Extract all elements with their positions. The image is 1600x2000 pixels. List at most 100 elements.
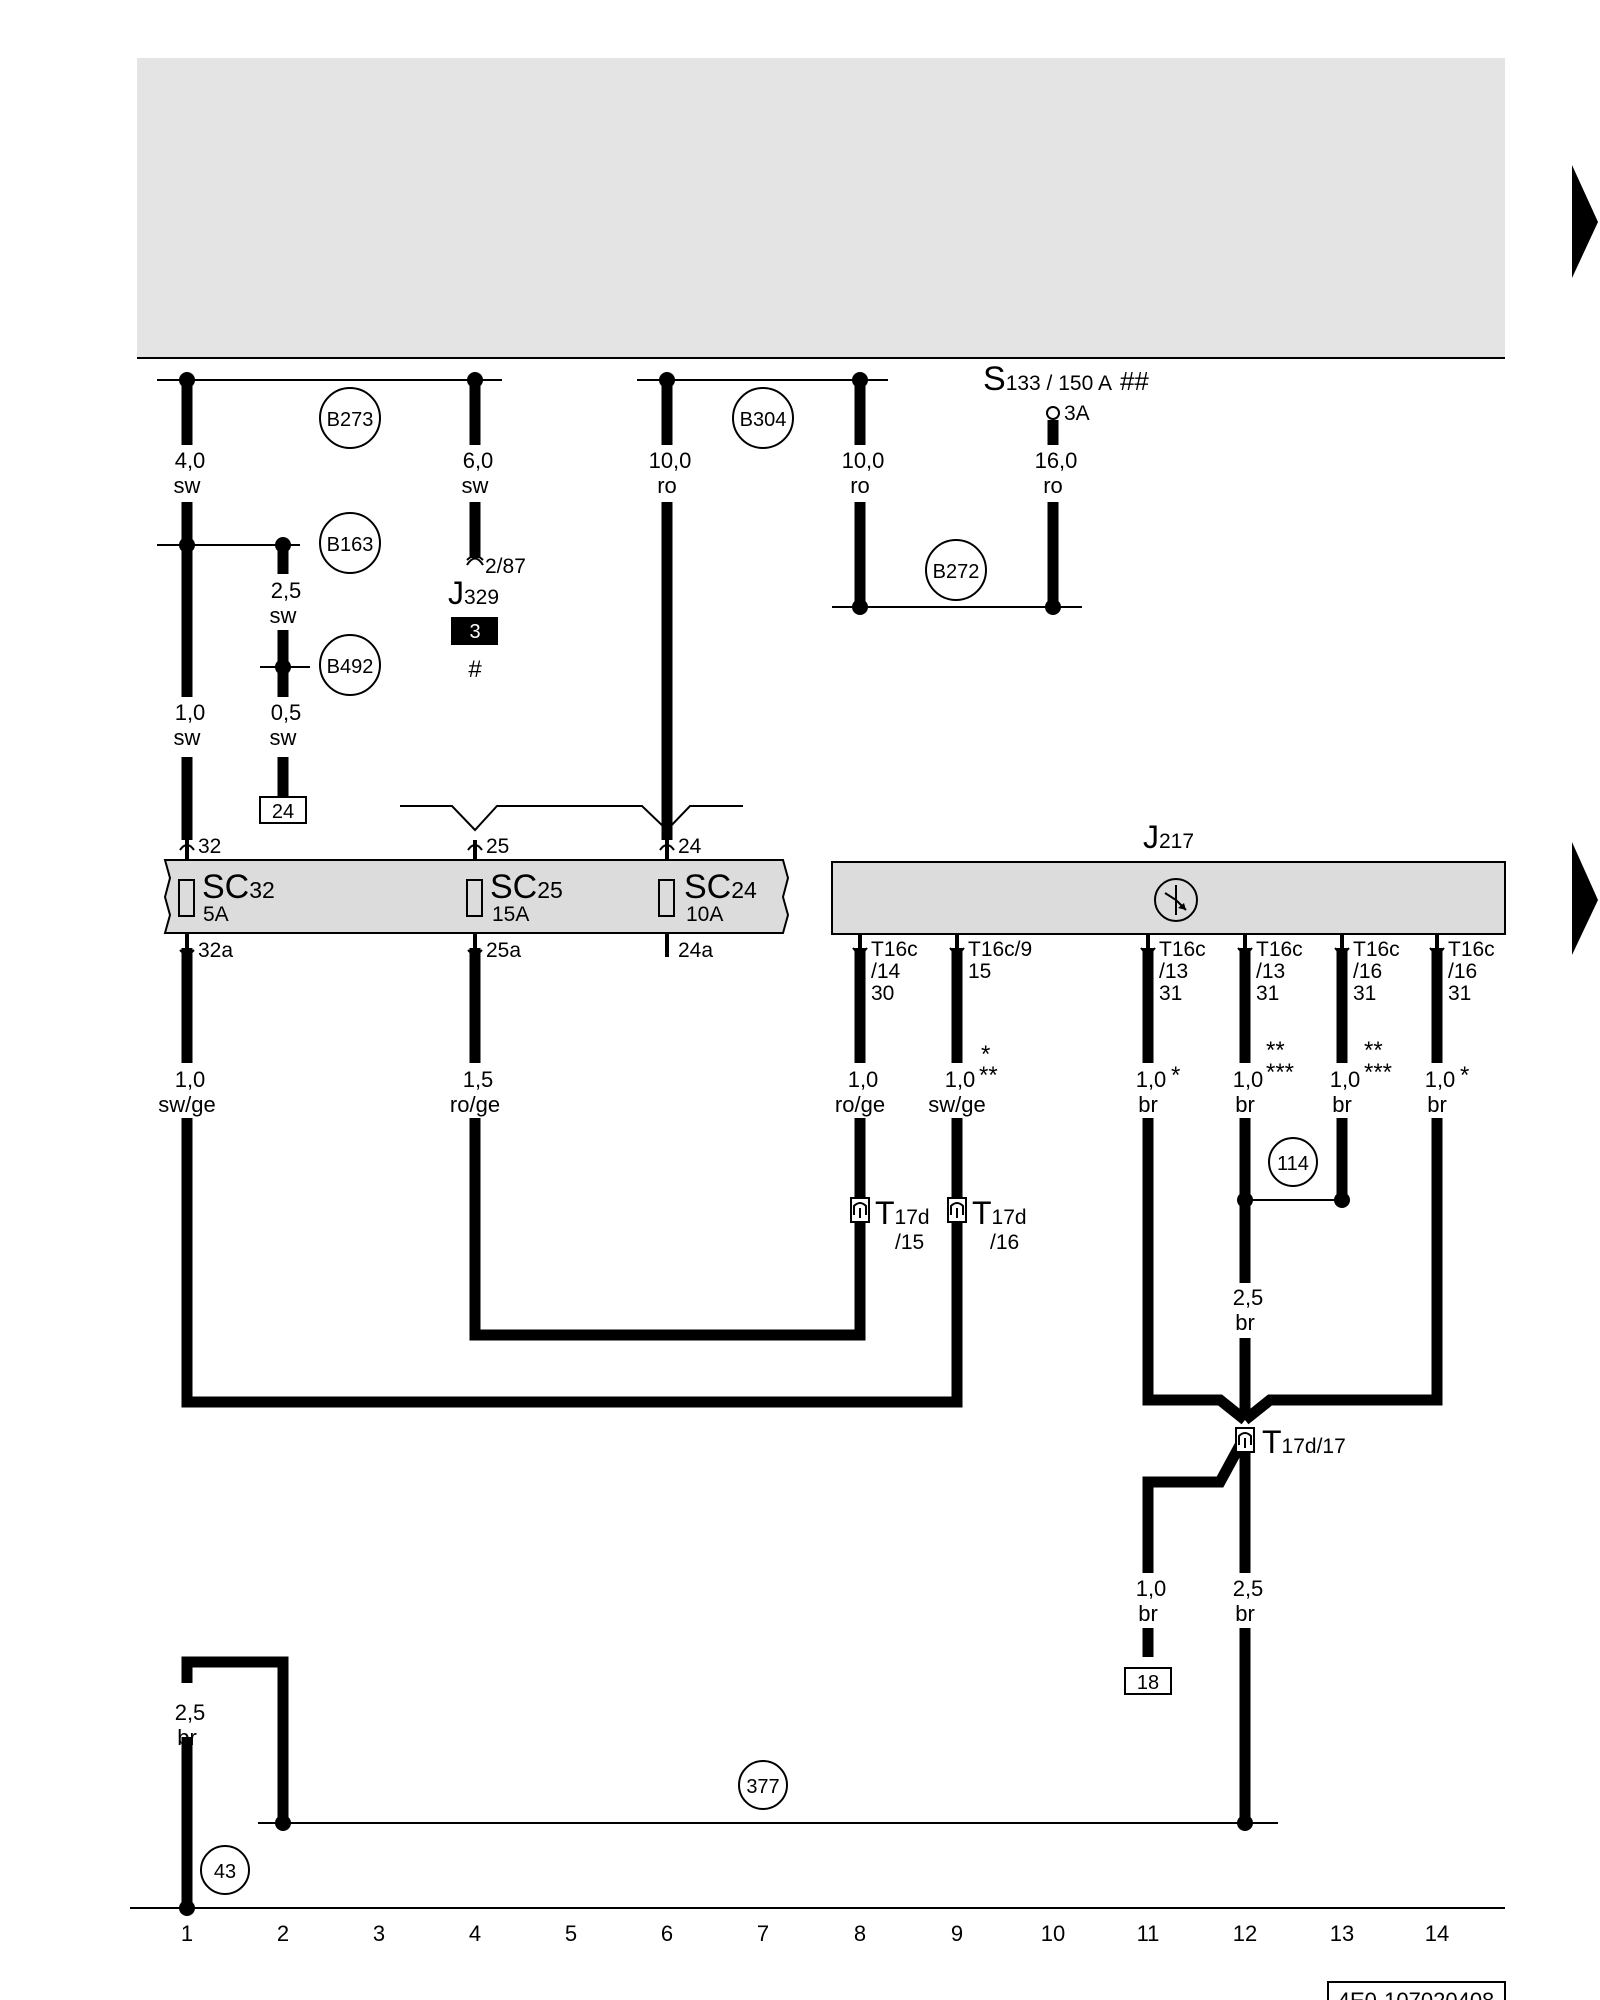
thin-lines xyxy=(130,379,1505,1909)
wire-w8-color: sw xyxy=(174,725,201,750)
column-number-8: 8 xyxy=(854,1921,866,1946)
wire-w13-mark: * xyxy=(1171,1062,1180,1089)
t16c14-l1: T16c xyxy=(871,938,918,961)
ref-box-18-label: 18 xyxy=(1137,1672,1159,1694)
wire-w6-color: sw xyxy=(270,603,297,628)
wire-w14-color: br xyxy=(1235,1092,1255,1117)
wire-w12-mark-b: ** xyxy=(979,1062,998,1089)
t16c16b-l1: T16c xyxy=(1448,938,1495,961)
column-number-5: 5 xyxy=(565,1921,577,1946)
t16c16a-l2: /16 xyxy=(1353,960,1382,983)
column-number-11: 11 xyxy=(1137,1921,1160,1946)
wire-w11-size: 1,0 xyxy=(848,1067,879,1092)
ref-box-18[interactable] xyxy=(1124,1667,1172,1695)
ref-b273-label: B273 xyxy=(327,409,374,431)
wire-w5-size: 16,0 xyxy=(1035,448,1078,473)
column-number-14: 14 xyxy=(1425,1921,1449,1946)
header-area xyxy=(137,58,1505,358)
t17d-15-label: T17d xyxy=(875,1195,930,1231)
wire-w10-size: 1,5 xyxy=(463,1067,494,1092)
column-number-13: 13 xyxy=(1330,1921,1354,1946)
ref-box-24[interactable] xyxy=(259,796,307,824)
wire-w6-size: 2,5 xyxy=(271,578,302,603)
t16c16a-l1: T16c xyxy=(1353,938,1400,961)
t17d-16-pin: /16 xyxy=(990,1231,1019,1254)
wire-w16-color: br xyxy=(1427,1092,1447,1117)
wire-w9-size: 1,0 xyxy=(175,1067,206,1092)
j329-box xyxy=(451,617,498,645)
thick-wires xyxy=(181,380,1443,1908)
wire-w20-color: br xyxy=(177,1725,197,1750)
sc32-label: SC32 xyxy=(202,868,275,906)
sc32-pin-out: 32a xyxy=(198,939,233,962)
column-number-1: 1 xyxy=(181,1921,193,1946)
wire-w2-color: sw xyxy=(462,473,489,498)
column-number-10: 10 xyxy=(1041,1921,1065,1946)
j329-pin: 2/87 xyxy=(485,555,526,578)
sc32-amp: 5A xyxy=(203,903,229,926)
t17d-15-pin: /15 xyxy=(895,1231,924,1254)
wire-w3-color: ro xyxy=(657,473,677,498)
wire-w1-color: sw xyxy=(174,473,201,498)
document-id-box xyxy=(1327,1981,1506,2000)
ref-b304-label: B304 xyxy=(740,409,787,431)
t16c16b-l2: /16 xyxy=(1448,960,1477,983)
t16c13b-l1: T16c xyxy=(1256,938,1303,961)
wire-w7-color: sw xyxy=(270,725,297,750)
fuse-sc24-icon xyxy=(658,879,675,917)
column-number-2: 2 xyxy=(277,1921,289,1946)
sc25-amp: 15A xyxy=(492,903,529,926)
column-number-7: 7 xyxy=(757,1921,769,1946)
wire-w17-color: br xyxy=(1235,1310,1255,1335)
wire-w5-color: ro xyxy=(1043,473,1063,498)
wire-w15-mark-b: *** xyxy=(1364,1059,1392,1086)
t16c9-l1: T16c/9 xyxy=(968,938,1032,961)
j217-label: J217 xyxy=(1143,819,1194,855)
wire-w20-size: 2,5 xyxy=(175,1700,206,1725)
fuse-pin-stubs xyxy=(185,840,669,957)
column-number-3: 3 xyxy=(373,1921,385,1946)
wire-w18-size: 1,0 xyxy=(1136,1576,1167,1601)
ref-377-label: 377 xyxy=(746,1776,779,1798)
t16c13a-l1: T16c xyxy=(1159,938,1206,961)
t17d-17-label: T17d/17 xyxy=(1262,1424,1346,1460)
wire-w9-color: sw/ge xyxy=(158,1092,215,1117)
wire-w19-size: 2,5 xyxy=(1233,1576,1264,1601)
ref-b272-label: B272 xyxy=(933,561,980,583)
sc24-label: SC24 xyxy=(684,868,757,906)
t16c13b-l3: 31 xyxy=(1256,982,1279,1005)
wire-w14-mark-a: ** xyxy=(1266,1037,1285,1064)
wire-w4-color: ro xyxy=(850,473,870,498)
sc25-pin-out: 25a xyxy=(486,939,521,962)
s133-terminal xyxy=(1046,406,1060,420)
sc24-pin-in: 24 xyxy=(678,835,702,858)
continuation-arrow-top[interactable] xyxy=(1572,165,1598,278)
column-number-9: 9 xyxy=(951,1921,963,1946)
wire-w11-color: ro/ge xyxy=(835,1092,885,1117)
wire-w12-mark-a: * xyxy=(981,1041,990,1068)
t16c9-l2: 15 xyxy=(968,960,991,983)
continuation-arrow-middle[interactable] xyxy=(1572,842,1598,955)
wire-w16-size: 1,0 xyxy=(1425,1067,1456,1092)
sc32-pin-in: 32 xyxy=(198,835,221,858)
wire-w7-size: 0,5 xyxy=(271,700,302,725)
wire-w14-size: 1,0 xyxy=(1233,1067,1264,1092)
t16c16a-l3: 31 xyxy=(1353,982,1376,1005)
wire-w4-size: 10,0 xyxy=(842,448,885,473)
wire-w10-color: ro/ge xyxy=(450,1092,500,1117)
sc24-pin-out: 24a xyxy=(678,939,713,962)
column-number-6: 6 xyxy=(661,1921,673,1946)
ref-box-24-label: 24 xyxy=(272,801,294,823)
wire-w2-size: 6,0 xyxy=(463,448,494,473)
s133-amp: 3A xyxy=(1064,402,1090,425)
t16c14-l2: /14 xyxy=(871,960,901,983)
wire-w17-size: 2,5 xyxy=(1233,1285,1264,1310)
sc25-label: SC25 xyxy=(490,868,563,906)
sc24-amp: 10A xyxy=(686,903,723,926)
fuse-sc25-icon xyxy=(466,879,483,917)
circle-refs[interactable] xyxy=(200,387,1318,1895)
wire-w13-color: br xyxy=(1138,1092,1158,1117)
j217-symbol-icon xyxy=(1154,878,1198,922)
t16c13b-l2: /13 xyxy=(1256,960,1285,983)
